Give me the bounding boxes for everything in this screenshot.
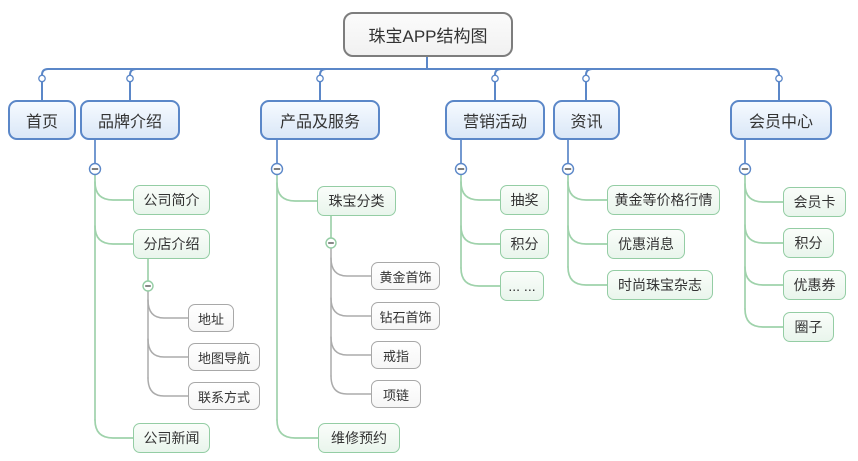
collapse-button-member-center[interactable] bbox=[738, 162, 752, 176]
node-member-points[interactable]: 积分 bbox=[783, 228, 834, 258]
connection-dot bbox=[316, 74, 324, 83]
node-map-navigation[interactable]: 地图导航 bbox=[188, 343, 260, 371]
collapse-button-store-intro[interactable] bbox=[142, 280, 154, 292]
node-address[interactable]: 地址 bbox=[188, 304, 234, 332]
node-lottery[interactable]: 抽奖 bbox=[500, 185, 549, 215]
node-company-profile[interactable]: 公司简介 bbox=[133, 185, 210, 215]
node-promo-news[interactable]: 优惠消息 bbox=[607, 229, 685, 259]
node-gold-jewelry[interactable]: 黄金首饰 bbox=[371, 262, 440, 290]
branch-member-center[interactable]: 会员中心 bbox=[730, 100, 832, 140]
connector-green-branches bbox=[94, 174, 784, 439]
branch-news[interactable]: 资讯 bbox=[553, 100, 620, 140]
node-ring[interactable]: 戒指 bbox=[371, 341, 421, 369]
connection-dots bbox=[38, 74, 783, 83]
node-fashion-jewelry-magazine[interactable]: 时尚珠宝杂志 bbox=[607, 270, 713, 300]
node-diamond-jewelry[interactable]: 钻石首饰 bbox=[371, 302, 440, 330]
connection-dot bbox=[38, 74, 46, 83]
node-points[interactable]: 积分 bbox=[500, 229, 549, 259]
collapse-button-news[interactable] bbox=[561, 162, 575, 176]
connector-root-to-branches bbox=[41, 56, 780, 101]
connector-branch-stubs bbox=[94, 139, 746, 164]
node-contact-info[interactable]: 联系方式 bbox=[188, 382, 260, 410]
node-ellipsis[interactable]: ... ... bbox=[500, 271, 544, 301]
connection-dot bbox=[775, 74, 783, 83]
collapse-button-jewelry-category[interactable] bbox=[325, 237, 337, 249]
collapse-button-brand-intro[interactable] bbox=[88, 162, 102, 176]
root-node[interactable]: 珠宝APP结构图 bbox=[343, 12, 513, 57]
node-repair-booking[interactable]: 维修预约 bbox=[318, 423, 400, 453]
connection-dot bbox=[582, 74, 590, 83]
node-company-news[interactable]: 公司新闻 bbox=[133, 423, 210, 453]
branch-home[interactable]: 首页 bbox=[8, 100, 76, 140]
collapse-button-products-services[interactable] bbox=[270, 162, 284, 176]
branch-products-services[interactable]: 产品及服务 bbox=[260, 100, 380, 140]
branch-marketing[interactable]: 营销活动 bbox=[445, 100, 545, 140]
node-jewelry-category[interactable]: 珠宝分类 bbox=[317, 186, 396, 216]
connector-gray-branches bbox=[147, 247, 372, 397]
connection-dot bbox=[491, 74, 499, 83]
node-gold-price-info[interactable]: 黄金等价格行情 bbox=[607, 185, 720, 215]
collapse-button-marketing[interactable] bbox=[454, 162, 468, 176]
branch-brand-intro[interactable]: 品牌介绍 bbox=[80, 100, 180, 140]
connection-dot bbox=[126, 74, 134, 83]
node-necklace[interactable]: 项链 bbox=[371, 380, 421, 408]
node-circle-community[interactable]: 圈子 bbox=[783, 312, 834, 342]
node-member-card[interactable]: 会员卡 bbox=[783, 187, 846, 217]
node-store-intro[interactable]: 分店介绍 bbox=[133, 229, 210, 259]
node-coupons[interactable]: 优惠券 bbox=[783, 270, 846, 300]
